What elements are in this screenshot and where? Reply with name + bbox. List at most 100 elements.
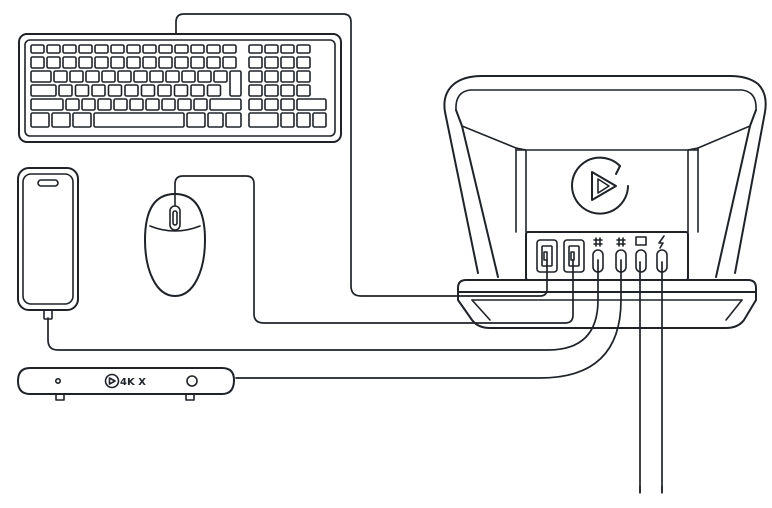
keyboard-key: [248, 56, 263, 69]
keyboard-key: [280, 84, 295, 97]
keyboard-key: [58, 84, 73, 97]
stand-base: [457, 291, 757, 329]
keyboard-key: [186, 112, 206, 128]
mouse-button-line: [149, 225, 201, 232]
device-label: 4K X: [120, 377, 146, 388]
keyboard-key: [101, 70, 116, 83]
keyboard-key: [280, 112, 295, 128]
keyboard-key: [30, 84, 57, 97]
keyboard-key: [142, 56, 157, 69]
power-bolt-icon: [658, 235, 665, 249]
keyboard-key: [248, 70, 263, 83]
keyboard-key: [142, 44, 157, 54]
cables: [47, 13, 663, 494]
keyboard-key: [280, 56, 295, 69]
capture-device-body: [17, 367, 235, 395]
keyboard-key: [46, 44, 61, 54]
keyboard-key: [94, 44, 109, 54]
keyboard-key: [206, 84, 222, 97]
hdmi-icon: [593, 237, 603, 247]
capture-device-led: [54, 377, 61, 384]
keyboard-key: [296, 84, 311, 97]
phone-speaker: [37, 179, 59, 187]
phone: [17, 167, 79, 320]
keyboard-key: [264, 70, 279, 83]
mouse: [144, 193, 206, 297]
keyboard-key: [296, 44, 311, 54]
keyboard-key: [158, 44, 173, 54]
capture-device-foot-left: [55, 393, 65, 401]
keyboard-key: [264, 84, 279, 97]
capture-device-cable: [235, 259, 622, 379]
stand-base-left-facet: [471, 299, 491, 321]
display-icon: [635, 236, 647, 246]
keyboard-inner: [24, 39, 336, 137]
elgato-logo-icon: [571, 156, 629, 215]
keyboard-key: [133, 70, 148, 83]
keyboard-key: [117, 70, 132, 83]
keyboard-key: [296, 56, 311, 69]
keyboard-key: [81, 98, 96, 111]
keyboard-key: [62, 56, 77, 69]
keyboard-key: [225, 112, 242, 128]
keyboard-key: [181, 70, 196, 83]
keyboard: [18, 33, 342, 143]
port-hdmi-out: [615, 237, 627, 273]
keyboard-key: [177, 98, 192, 111]
keyboard-key: [140, 84, 156, 97]
stand-base-top: [457, 279, 757, 293]
keyboard-key: [110, 56, 125, 69]
keyboard-key: [30, 56, 45, 69]
keyboard-key: [264, 44, 279, 54]
stand-left-edge: [515, 147, 527, 233]
keyboard-key: [296, 70, 311, 83]
keyboard-key: [30, 70, 52, 83]
stand-inner-top: [455, 89, 757, 111]
keyboard-key: [264, 98, 279, 111]
keyboard-keys: [30, 44, 327, 128]
keyboard-key: [30, 44, 45, 54]
keyboard-key: [174, 56, 189, 69]
keyboard-key: [149, 70, 164, 83]
keyboard-key: [190, 44, 205, 54]
keyboard-key: [296, 98, 327, 111]
keyboard-key: [74, 84, 90, 97]
keyboard-key: [174, 44, 189, 54]
keyboard-key: [280, 70, 295, 83]
keyboard-key: [78, 56, 93, 69]
phone-body: [17, 167, 79, 311]
keyboard-key: [97, 98, 112, 111]
mouse-scroll-wheel: [169, 205, 181, 231]
keyboard-key: [248, 112, 279, 128]
keyboard-key: [107, 84, 123, 97]
capture-device: 4K X: [17, 367, 235, 401]
keyboard-key: [193, 98, 208, 111]
capture-device-button: [186, 375, 198, 387]
keyboard-key: [110, 44, 125, 54]
keyboard-key: [85, 70, 100, 83]
keyboard-key: [51, 112, 71, 128]
keyboard-key: [124, 84, 139, 97]
keyboard-key: [62, 44, 77, 54]
keyboard-key: [129, 98, 144, 111]
keyboard-key: [207, 112, 224, 128]
keyboard-key: [248, 44, 263, 54]
keyboard-key: [53, 70, 68, 83]
port-hdmi-in: [592, 237, 604, 273]
keyboard-key: [222, 44, 237, 54]
keyboard-key: [158, 56, 173, 69]
dock-stand: [443, 75, 767, 329]
capture-device-foot-right: [185, 393, 195, 401]
elgato-logo-icon: [104, 373, 120, 389]
usb-port-1: [536, 239, 558, 273]
keyboard-key: [94, 56, 109, 69]
stand-base-right-facet: [725, 299, 743, 321]
keyboard-key: [209, 98, 242, 111]
keyboard-key: [113, 98, 128, 111]
usb-port-2: [563, 239, 585, 273]
stand-right-leg-inner: [697, 125, 751, 233]
keyboard-key: [145, 98, 160, 111]
keyboard-key: [280, 44, 295, 54]
mouse-body: [144, 193, 206, 297]
